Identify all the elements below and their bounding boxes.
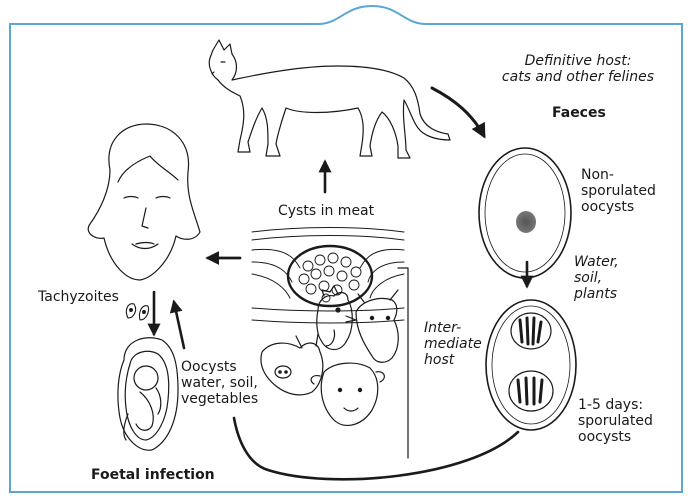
sporulated-oocyst-drawing bbox=[486, 300, 576, 430]
foetus-drawing bbox=[118, 338, 178, 450]
water-soil-plants-label: Water, soil, plants bbox=[574, 254, 619, 302]
cat-drawing bbox=[209, 40, 450, 158]
faeces-label: Faeces bbox=[552, 105, 606, 121]
tachyzoites-label: Tachyzoites bbox=[38, 289, 119, 305]
return-curve bbox=[234, 418, 518, 479]
cysts-in-meat-label: Cysts in meat bbox=[278, 203, 374, 219]
intermediate-host-bracket bbox=[398, 268, 408, 458]
arrow-oocysts-to-human bbox=[174, 302, 184, 348]
foetal-infection-label: Foetal infection bbox=[91, 467, 215, 483]
oocysts-sources-label: Oocysts water, soil, vegetables bbox=[181, 359, 258, 407]
sporulated-label: 1-5 days: sporulated oocysts bbox=[578, 397, 653, 445]
woman-head-drawing bbox=[88, 124, 200, 280]
non-sporulated-label: Non- sporulated oocysts bbox=[581, 167, 656, 215]
muscle-cyst-drawing bbox=[252, 228, 404, 324]
tachyzoites-drawing bbox=[126, 304, 148, 320]
arrow-cat-to-faeces bbox=[432, 88, 484, 136]
definitive-host-label: Definitive host: cats and other felines bbox=[478, 53, 678, 85]
intermediate-host-label: Inter- mediate host bbox=[424, 320, 482, 368]
non-sporulated-oocyst-drawing bbox=[479, 148, 571, 278]
